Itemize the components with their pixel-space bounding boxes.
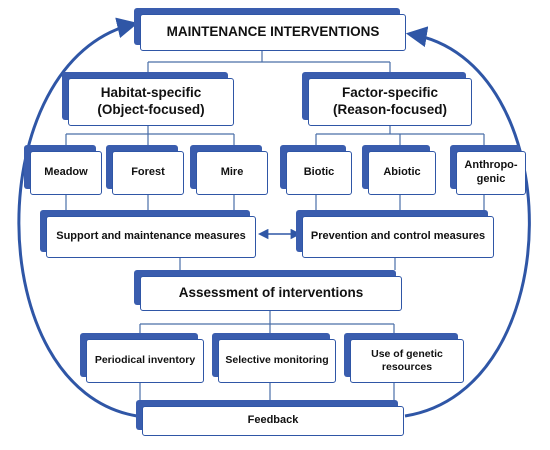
factor-line1: Factor-specific (341, 85, 439, 101)
habitat-line2: (Object-focused) (97, 102, 205, 117)
factor-type-biotic: Biotic (286, 151, 352, 195)
factor-line2: (Reason-focused) (332, 102, 447, 117)
method-genetic-resources: Use of genetic resources (350, 339, 464, 383)
feedback-loop-left (17, 17, 139, 418)
factor-type-abiotic: Abiotic (368, 151, 436, 195)
feedback-loop-right (404, 26, 531, 418)
factor-type-anthropogenic: Anthropo-genic (456, 151, 526, 195)
habitat-specific-box: Habitat-specific (Object-focused) (68, 78, 234, 126)
habitat-type-mire: Mire (196, 151, 268, 195)
method-selective-monitoring: Selective monitoring (218, 339, 336, 383)
support-measures-box: Support and maintenance measures (46, 216, 256, 258)
factor-specific-box: Factor-specific (Reason-focused) (308, 78, 472, 126)
habitat-type-meadow: Meadow (30, 151, 102, 195)
method-periodical-inventory: Periodical inventory (86, 339, 204, 383)
feedback-box: Feedback (142, 406, 404, 436)
habitat-line1: Habitat-specific (100, 85, 202, 101)
title-box: MAINTENANCE INTERVENTIONS (140, 14, 406, 51)
assessment-box: Assessment of interventions (140, 276, 402, 311)
habitat-type-forest: Forest (112, 151, 184, 195)
prevention-measures-box: Prevention and control measures (302, 216, 494, 258)
